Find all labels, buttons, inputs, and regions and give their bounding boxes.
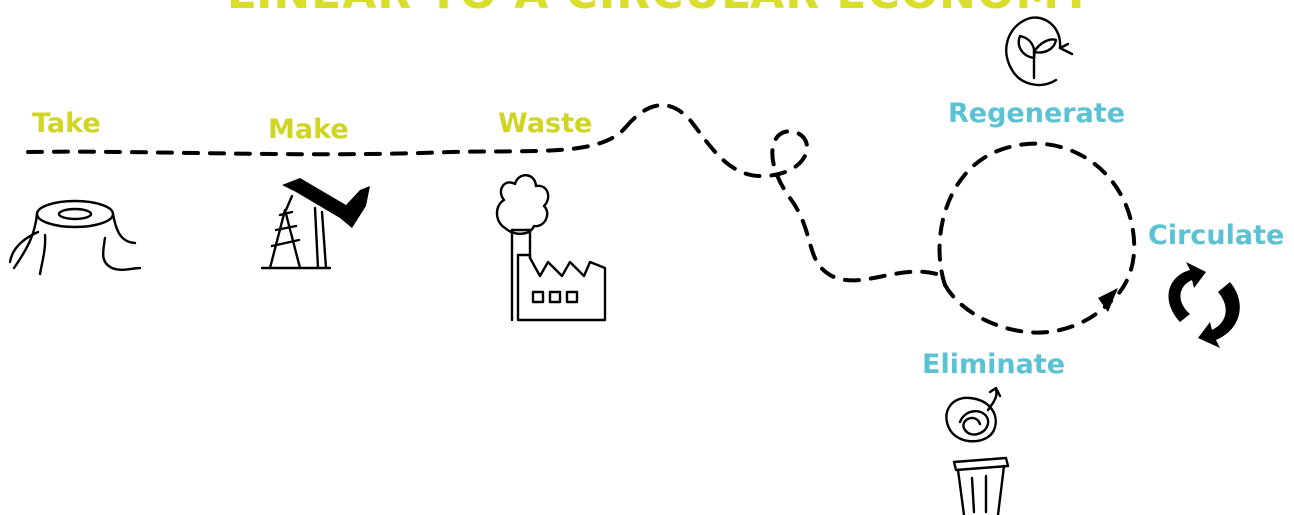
stage-label-regenerate: Regenerate xyxy=(948,98,1125,129)
sprout-cycle-icon xyxy=(1006,18,1072,85)
recycle-arrows-icon xyxy=(1169,262,1240,348)
stage-label-circulate: Circulate xyxy=(1148,220,1284,251)
loop-arrowhead xyxy=(1098,288,1118,312)
stage-label-waste: Waste xyxy=(498,108,592,139)
trash-bin-icon xyxy=(946,388,1008,515)
circular-loop xyxy=(940,144,1135,333)
diagram-title: LINEAR TO A CIRCULAR ECONOMY xyxy=(227,0,1093,19)
transition-squiggle xyxy=(625,105,940,280)
stage-label-eliminate: Eliminate xyxy=(922,349,1065,380)
stage-label-take: Take xyxy=(32,108,101,139)
tree-stump-icon xyxy=(10,201,140,274)
oil-pump-icon xyxy=(262,178,370,268)
stage-label-make: Make xyxy=(268,114,349,145)
factory-icon xyxy=(497,175,605,320)
